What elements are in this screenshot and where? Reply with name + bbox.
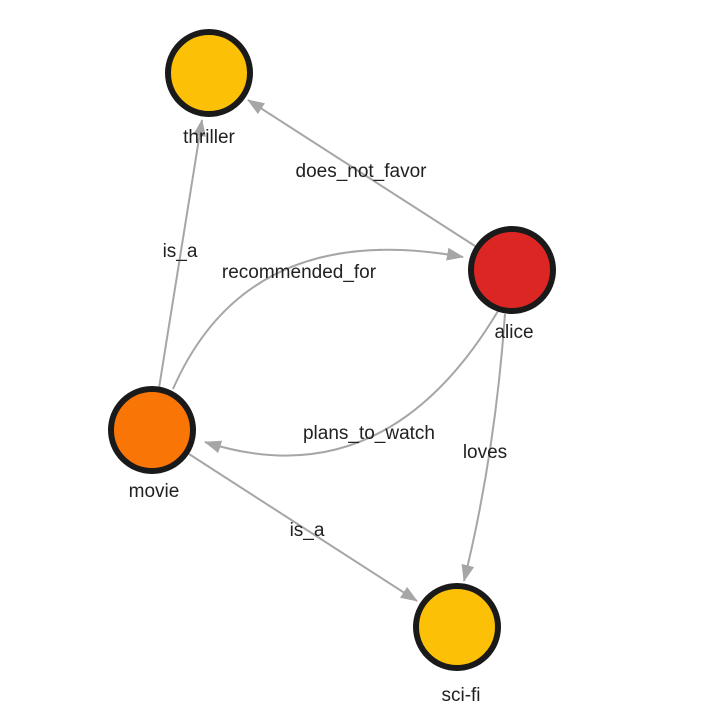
edge-label-does-not-favor: does_not_favor (296, 161, 428, 182)
edge-label-loves: loves (463, 442, 507, 463)
node-label-movie: movie (129, 481, 180, 502)
edge-alice-loves-scifi (461, 313, 506, 582)
edge-label-plans-to-watch: plans_to_watch (303, 423, 435, 444)
node-label-alice: alice (494, 322, 533, 343)
edge-movie-is-a-thriller (158, 119, 206, 389)
edge-alice-does-not-favor-thriller (247, 99, 476, 247)
edge-label-recommended-for: recommended_for (222, 262, 377, 283)
edge-alice-plans-to-watch-movie (204, 310, 499, 457)
node-thriller[interactable] (165, 29, 253, 117)
edge-label-is-a-top: is_a (163, 241, 198, 262)
nodes-layer (108, 29, 556, 671)
edge-labels-layer: does_not_favor is_a recommended_for plan… (163, 161, 508, 541)
edges-layer (158, 99, 506, 602)
node-movie[interactable] (108, 386, 196, 474)
node-alice[interactable] (468, 226, 556, 314)
edge-movie-is-a-scifi (188, 453, 418, 602)
node-labels-layer: thriller alice movie sci-fi (129, 127, 534, 706)
node-label-thriller: thriller (183, 127, 235, 148)
node-label-scifi: sci-fi (441, 685, 480, 706)
edge-label-is-a-bottom: is_a (290, 520, 325, 541)
node-scifi[interactable] (413, 583, 501, 671)
edge-movie-recommended-for-alice (172, 247, 464, 390)
